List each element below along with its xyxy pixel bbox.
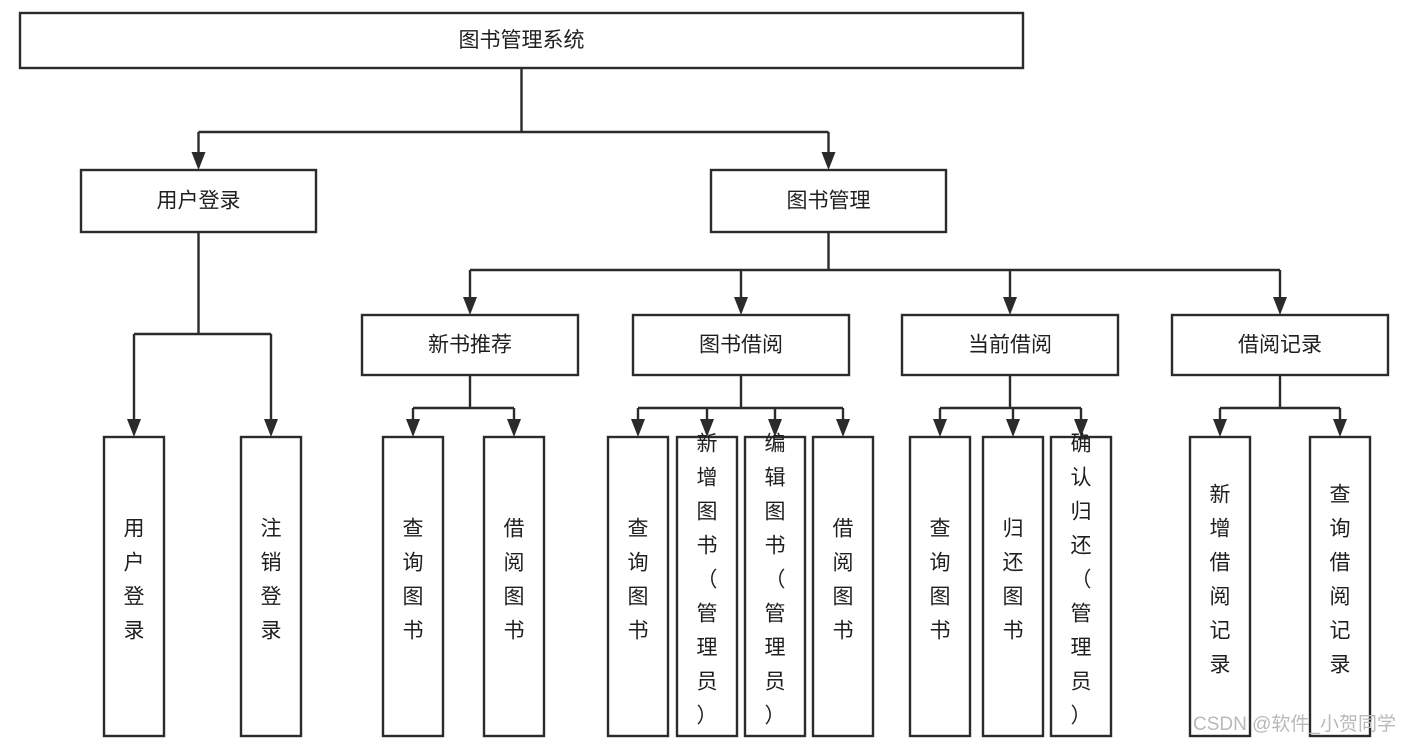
node-l2_1[interactable]: 图书管理 <box>709 168 948 234</box>
node-leaf_new_0[interactable]: 查询图书 <box>381 435 445 738</box>
node-box <box>743 435 807 738</box>
node-box <box>908 435 972 738</box>
node-box <box>18 11 1025 70</box>
node-box <box>631 313 851 377</box>
node-box <box>360 313 580 377</box>
arrow-head-icon <box>1074 419 1088 437</box>
node-box <box>482 435 546 738</box>
arrow-head-icon <box>1006 419 1020 437</box>
node-leaf_login_0[interactable]: 用户登录 <box>102 435 166 738</box>
node-label: 查询图书 <box>628 518 649 643</box>
node-layer: 图书管理系统用户登录图书管理新书推荐图书借阅当前借阅借阅记录用户登录注销登录查询… <box>18 11 1390 738</box>
node-label: 用户登录 <box>124 518 145 643</box>
node-label: 当前借阅 <box>968 334 1052 357</box>
node-label: 确认归还（管理员） <box>1071 433 1092 728</box>
node-label: 图书借阅 <box>699 334 783 357</box>
arrow-head-icon <box>631 419 645 437</box>
node-l3_0[interactable]: 新书推荐 <box>360 313 580 377</box>
node-box <box>381 435 445 738</box>
node-leaf_new_1[interactable]: 借阅图书 <box>482 435 546 738</box>
arrow-head-icon <box>507 419 521 437</box>
arrow-head-icon <box>191 152 206 170</box>
csdn-watermark: CSDN @软件_小贺同学 <box>1193 713 1396 735</box>
node-label: 图书管理系统 <box>459 29 585 52</box>
node-leaf_current_0[interactable]: 查询图书 <box>908 435 972 738</box>
connector-layer <box>127 68 1347 437</box>
node-label: 新书推荐 <box>428 334 512 357</box>
node-box <box>900 313 1120 377</box>
node-leaf_login_1[interactable]: 注销登录 <box>239 435 303 738</box>
arrow-head-icon <box>1213 419 1227 437</box>
arrow-head-icon <box>700 419 714 437</box>
node-box <box>1188 435 1252 738</box>
node-box <box>1308 435 1372 738</box>
node-label: 借阅图书 <box>504 518 525 643</box>
arrow-head-icon <box>264 419 278 437</box>
node-box <box>606 435 670 738</box>
node-l3_2[interactable]: 当前借阅 <box>900 313 1120 377</box>
node-box <box>1049 435 1113 738</box>
arrow-head-icon <box>463 297 477 315</box>
node-box <box>102 435 166 738</box>
node-label: 用户登录 <box>157 190 241 213</box>
node-label: 查询图书 <box>930 518 951 643</box>
node-box <box>981 435 1045 738</box>
node-root[interactable]: 图书管理系统 <box>18 11 1025 70</box>
node-label: 归还图书 <box>1003 518 1024 643</box>
node-label: 注销登录 <box>261 518 282 643</box>
node-l3_1[interactable]: 图书借阅 <box>631 313 851 377</box>
node-box <box>239 435 303 738</box>
node-label: 借阅图书 <box>833 518 854 643</box>
arrow-head-icon <box>406 419 420 437</box>
arrow-head-icon <box>836 419 850 437</box>
node-box <box>1170 313 1390 377</box>
node-label: 图书管理 <box>787 190 871 213</box>
node-leaf_borrow_1[interactable]: 新增图书（管理员） <box>675 433 739 738</box>
node-label: 查询图书 <box>403 518 424 643</box>
node-leaf_record_1[interactable]: 查询借阅记录 <box>1308 435 1372 738</box>
node-l2_0[interactable]: 用户登录 <box>79 168 318 234</box>
node-label: 查询借阅记录 <box>1330 484 1351 677</box>
node-leaf_borrow_3[interactable]: 借阅图书 <box>811 435 875 738</box>
node-leaf_borrow_2[interactable]: 编辑图书（管理员） <box>743 433 807 738</box>
arrow-head-icon <box>768 419 782 437</box>
node-box <box>709 168 948 234</box>
arrow-head-icon <box>734 297 748 315</box>
node-label: 编辑图书（管理员） <box>765 433 786 728</box>
arrow-head-icon <box>1273 297 1287 315</box>
arrow-head-icon <box>127 419 141 437</box>
node-box <box>79 168 318 234</box>
arrow-head-icon <box>933 419 947 437</box>
node-box <box>675 435 739 738</box>
node-leaf_borrow_0[interactable]: 查询图书 <box>606 435 670 738</box>
node-leaf_current_1[interactable]: 归还图书 <box>981 435 1045 738</box>
node-label: 借阅记录 <box>1238 334 1322 357</box>
node-leaf_current_2[interactable]: 确认归还（管理员） <box>1049 433 1113 738</box>
arrow-head-icon <box>1003 297 1017 315</box>
node-label: 新增图书（管理员） <box>697 433 718 728</box>
arrow-head-icon <box>1333 419 1347 437</box>
node-box <box>811 435 875 738</box>
arrow-head-icon <box>821 152 836 170</box>
node-label: 新增借阅记录 <box>1210 484 1231 677</box>
node-leaf_record_0[interactable]: 新增借阅记录 <box>1188 435 1252 738</box>
node-l3_3[interactable]: 借阅记录 <box>1170 313 1390 377</box>
